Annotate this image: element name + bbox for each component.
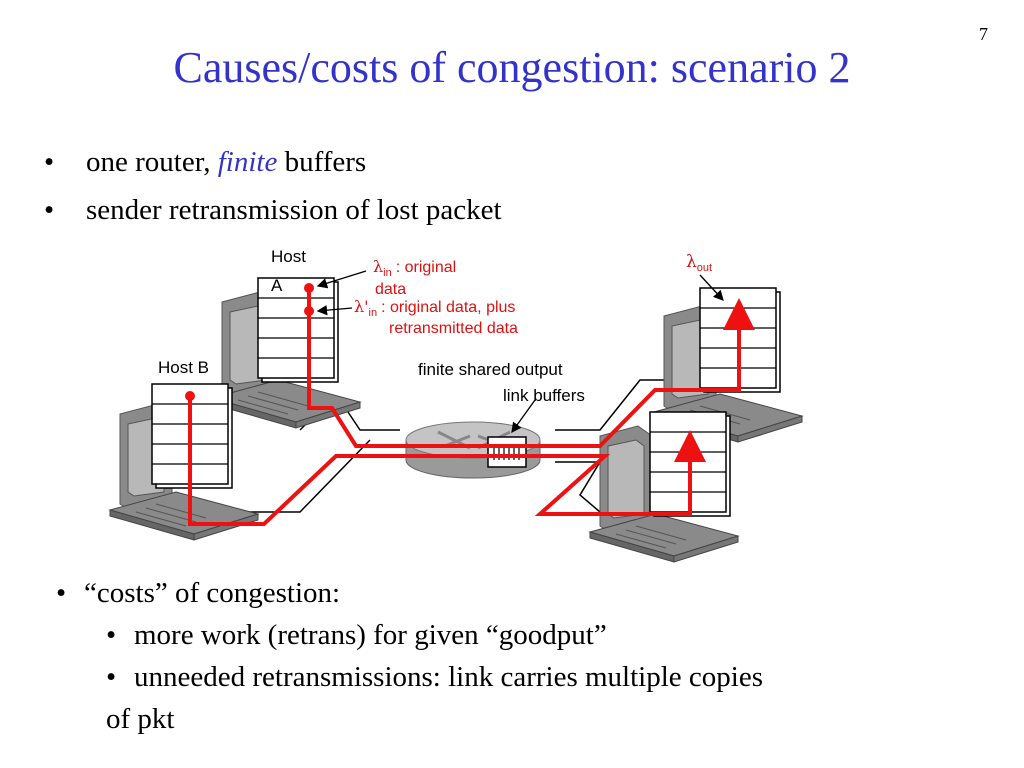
bullet-emphasis: finite	[217, 146, 278, 178]
bullet-dot: •	[106, 619, 117, 651]
bullet-item: • sender retransmission of lost packet	[44, 186, 502, 234]
slide-title: Causes/costs of congestion: scenario 2	[173, 43, 851, 92]
lambda-prime-desc-line2: retransmitted data	[389, 320, 518, 337]
lambda-out-label: λout	[686, 252, 712, 274]
annotation-arrows	[316, 270, 724, 434]
bullet-item: • one router, finite buffers	[44, 138, 502, 186]
host-b-point	[185, 391, 195, 401]
lambda-in-point	[304, 283, 314, 293]
lambda-out-symbol: λ	[686, 252, 697, 272]
lambda-symbol: λ	[373, 257, 383, 276]
host-b-label: Host B	[158, 358, 209, 377]
flow-path-host-b	[188, 396, 706, 526]
slide-number: 7	[979, 24, 988, 44]
bullet-text: sender retransmission of lost packet	[86, 194, 502, 226]
lambda-out-subscript: out	[697, 262, 712, 274]
bullet-dot: •	[56, 577, 67, 609]
host-a-label-line2: A	[271, 276, 283, 295]
lambda-in-desc-line2: data	[375, 281, 406, 298]
router-buffer-icon	[487, 436, 527, 468]
lambda-prime-desc: : original data, plus	[381, 299, 515, 316]
bullet-text-pre: one router,	[86, 146, 218, 178]
flow-path-host-a	[307, 288, 755, 448]
lambda-prime-point	[304, 306, 314, 316]
buffer-label: finite shared output	[418, 360, 563, 379]
lambda-prime-symbol: λ'	[354, 297, 369, 316]
costs-item: • unneeded retransmissions: link carries…	[56, 656, 763, 698]
costs-item-text: more work (retrans) for given “goodput”	[134, 619, 607, 651]
bullet-dot: •	[106, 661, 117, 693]
lambda-in-subscript: in	[383, 267, 392, 279]
buffer-label-line2: link buffers	[503, 386, 585, 405]
costs-heading: “costs” of congestion:	[84, 577, 341, 609]
costs-heading-item: • “costs” of congestion:	[56, 572, 763, 614]
lambda-in-label: λin : original	[373, 257, 456, 279]
bullet-text-post: buffers	[277, 146, 367, 178]
bullet-text: one router, finite buffers	[86, 138, 366, 186]
lambda-in-desc: : original	[396, 259, 456, 276]
lambda-prime-label: λ'in: original data, plus	[354, 297, 515, 319]
costs-list: • “costs” of congestion: • more work (re…	[56, 572, 763, 740]
bullet-dot: •	[44, 194, 55, 226]
host-a-label: Host	[271, 247, 306, 266]
lambda-prime-subscript: in	[369, 307, 378, 319]
host-a-computer	[211, 277, 361, 429]
costs-item-continuation: of pkt	[106, 703, 175, 735]
costs-item: • more work (retrans) for given “goodput…	[56, 614, 763, 656]
bullet-dot: •	[44, 146, 55, 178]
costs-item-text: unneeded retransmissions: link carries m…	[134, 661, 763, 693]
bullet-list: • one router, finite buffers • sender re…	[44, 138, 502, 234]
